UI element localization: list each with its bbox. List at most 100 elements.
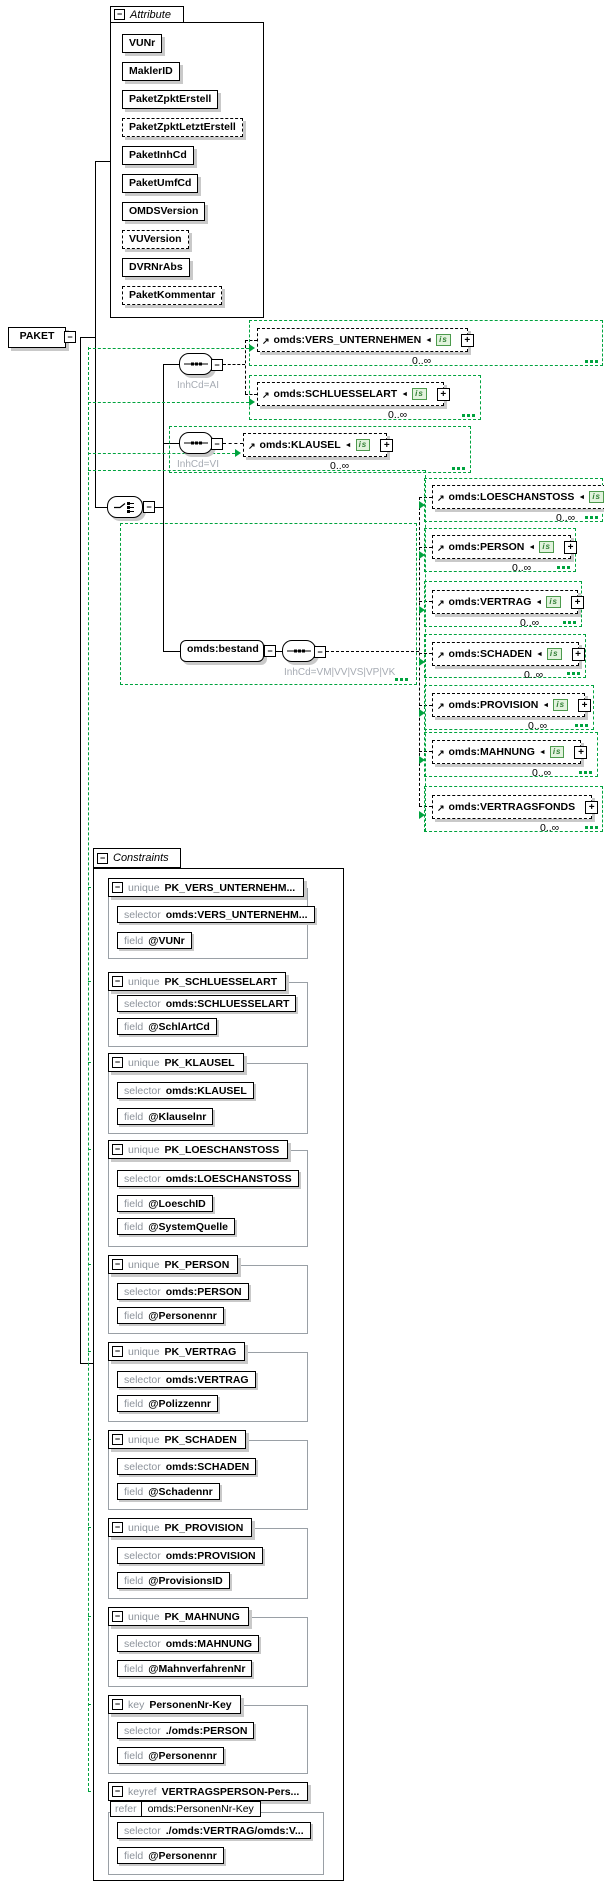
attribute-paketumfcd[interactable]: PaketUmfCd <box>122 174 199 193</box>
constraint-pk-mahnung[interactable]: − unique PK_MAHNUNG <box>108 1607 249 1626</box>
constraint-field[interactable]: field @SystemQuelle <box>117 1218 235 1235</box>
element-ref-klausel[interactable]: ↗ omds:KLAUSEL ◄ is + <box>243 433 394 457</box>
constraint-pk-person[interactable]: − unique PK_PERSON <box>108 1255 239 1274</box>
selector-keyword: selector <box>124 1637 161 1650</box>
constraint-pk-vers-unternehmen[interactable]: − unique PK_VERS_UNTERNEHM... <box>108 878 305 897</box>
collapse-icon[interactable]: − <box>112 1611 123 1622</box>
constraint-kind: keyref <box>128 1785 157 1798</box>
constraint-selector[interactable]: selector omds:LOESCHANSTOSS <box>117 1170 299 1187</box>
collapse-icon[interactable]: − <box>112 1699 123 1710</box>
attribute-vunr[interactable]: VUNr <box>122 34 163 53</box>
attribute-omdsversion[interactable]: OMDSVersion <box>122 202 206 221</box>
expand-icon[interactable]: + <box>380 439 394 452</box>
collapse-icon[interactable]: − <box>314 646 326 658</box>
constraint-pk-klausel[interactable]: − unique PK_KLAUSEL <box>108 1053 244 1072</box>
collapse-icon[interactable]: − <box>97 852 108 864</box>
selector-scope <box>120 523 417 685</box>
constraint-personennr-key[interactable]: − key PersonenNr-Key <box>108 1695 241 1714</box>
expand-icon[interactable]: + <box>578 699 592 712</box>
element-ref-person[interactable]: ↗ omds:PERSON ◄ is + <box>432 535 577 559</box>
constraint-field[interactable]: field @Schadennr <box>117 1483 220 1500</box>
connector-line <box>95 507 107 508</box>
collapse-icon[interactable]: − <box>114 9 125 20</box>
constraint-selector[interactable]: selector omds:PERSON <box>117 1283 249 1300</box>
collapse-icon[interactable]: − <box>112 1259 123 1270</box>
field-value: @Polizzennr <box>148 1397 212 1410</box>
constraint-selector[interactable]: selector omds:VERS_UNTERNEHM... <box>117 906 315 923</box>
collapse-icon[interactable]: − <box>143 501 155 513</box>
constraint-pk-vertrag[interactable]: − unique PK_VERTRAG <box>108 1342 246 1361</box>
constraint-pk-provision[interactable]: − unique PK_PROVISION <box>108 1518 253 1537</box>
constraint-arrow-icon <box>249 344 255 352</box>
constraint-field[interactable]: field @MahnverfahrenNr <box>117 1660 253 1677</box>
constraint-field[interactable]: field @VUNr <box>117 932 192 949</box>
expand-icon[interactable]: + <box>571 648 585 661</box>
collapse-icon[interactable]: − <box>112 1346 123 1357</box>
constraint-selector[interactable]: selector omds:PROVISION <box>117 1547 263 1564</box>
attribute-vuversion[interactable]: VUVersion <box>122 230 189 249</box>
constraint-selector[interactable]: selector omds:MAHNUNG <box>117 1635 260 1652</box>
sequence-compositor <box>282 640 316 662</box>
constraint-selector[interactable]: selector omds:VERTRAG <box>117 1371 256 1388</box>
constraint-selector[interactable]: selector omds:SCHADEN <box>117 1458 257 1475</box>
constraint-pk-loeschanstoss[interactable]: − unique PK_LOESCHANSTOSS <box>108 1140 289 1159</box>
constraint-field[interactable]: field @SchlArtCd <box>117 1018 217 1035</box>
attribute-paketkommentar[interactable]: PaketKommentar <box>122 286 223 305</box>
constraint-field[interactable]: field @Personennr <box>117 1847 224 1864</box>
collapse-icon[interactable]: − <box>112 1522 123 1533</box>
constraint-field[interactable]: field @ProvisionsID <box>117 1572 230 1589</box>
collapse-icon[interactable]: − <box>211 438 223 450</box>
element-ref-loeschanstoss[interactable]: ↗ omds:LOESCHANSTOSS ◄ is + <box>432 485 604 509</box>
constraint-selector[interactable]: selector ./omds:PERSON <box>117 1722 255 1739</box>
attribute-paketzpkterstell[interactable]: PaketZpktErstell <box>122 90 219 109</box>
constraint-refer[interactable]: refer omds:PersonenNr-Key <box>110 1801 261 1817</box>
expand-icon[interactable]: + <box>574 746 588 759</box>
constraint-field[interactable]: field @Personennr <box>117 1747 224 1764</box>
constraint-link-line <box>88 453 235 454</box>
constraint-field[interactable]: field @Personennr <box>117 1307 224 1324</box>
constraint-pk-schluesselart[interactable]: − unique PK_SCHLUESSELART <box>108 972 287 991</box>
collapse-icon[interactable]: − <box>112 976 123 987</box>
element-ref-icon: ↗ <box>248 440 256 451</box>
substitution-arrow-icon: ◄ <box>528 543 536 551</box>
element-ref-mahnung[interactable]: ↗ omds:MAHNUNG ◄ is + <box>432 740 588 764</box>
expand-icon[interactable]: + <box>571 596 584 609</box>
expand-icon[interactable]: + <box>460 334 474 347</box>
expand-icon[interactable]: + <box>436 388 450 401</box>
collapse-icon[interactable]: − <box>112 1786 123 1797</box>
collapse-icon[interactable]: − <box>112 1057 123 1068</box>
expand-icon[interactable]: + <box>585 801 599 814</box>
collapse-icon[interactable]: − <box>64 331 76 343</box>
element-ref-schluesselart[interactable]: ↗ omds:SCHLUESSELART ◄ is + <box>257 382 450 406</box>
attribute-paketzpktletzterstell[interactable]: PaketZpktLetztErstell <box>122 118 243 137</box>
element-ref-provision[interactable]: ↗ omds:PROVISION ◄ is + <box>432 693 592 717</box>
constraint-pk-schaden[interactable]: − unique PK_SCHADEN <box>108 1430 246 1449</box>
attribute-maklerid[interactable]: MaklerID <box>122 62 180 81</box>
expand-icon[interactable]: + <box>564 541 577 554</box>
collapse-icon[interactable]: − <box>211 359 223 371</box>
constraint-kind: unique <box>128 1345 160 1358</box>
constraint-field[interactable]: field @Polizzennr <box>117 1395 219 1412</box>
constraint-field[interactable]: field @Klauselnr <box>117 1108 214 1125</box>
collapse-icon[interactable]: − <box>264 645 276 657</box>
constraint-selector[interactable]: selector omds:SCHLUESSELART <box>117 995 297 1012</box>
constraint-field[interactable]: field @LoeschID <box>117 1195 213 1212</box>
element-ref-vertragsfonds[interactable]: ↗ omds:VERTRAGSFONDS + <box>432 795 599 819</box>
constraint-selector[interactable]: selector ./omds:VERTRAG/omds:V... <box>117 1822 311 1839</box>
selector-keyword: selector <box>124 1549 161 1562</box>
element-bestand[interactable]: omds:bestand <box>180 640 264 662</box>
field-keyword: field <box>124 1110 144 1123</box>
element-label: omds:SCHLUESSELART <box>273 388 398 400</box>
collapse-icon[interactable]: − <box>112 882 123 893</box>
collapse-icon[interactable]: − <box>112 1144 123 1155</box>
attribute-dvrnrabs[interactable]: DVRNrAbs <box>122 258 190 277</box>
element-ref-vertrag[interactable]: ↗ omds:VERTRAG ◄ is + <box>432 590 584 614</box>
element-ref-icon: ↗ <box>437 597 445 608</box>
constraint-selector[interactable]: selector omds:KLAUSEL <box>117 1082 254 1099</box>
element-ref-vers-unternehmen[interactable]: ↗ omds:VERS_UNTERNEHMEN ◄ is + <box>257 328 474 352</box>
attribute-paketinhcd[interactable]: PaketInhCd <box>122 146 194 165</box>
element-paket[interactable]: PAKET <box>8 327 66 348</box>
collapse-icon[interactable]: − <box>112 1434 123 1445</box>
element-ref-schaden[interactable]: ↗ omds:SCHADEN ◄ is + <box>432 642 585 666</box>
constraint-vertragsperson-keyref[interactable]: − keyref VERTRAGSPERSON-Pers... <box>108 1782 309 1801</box>
